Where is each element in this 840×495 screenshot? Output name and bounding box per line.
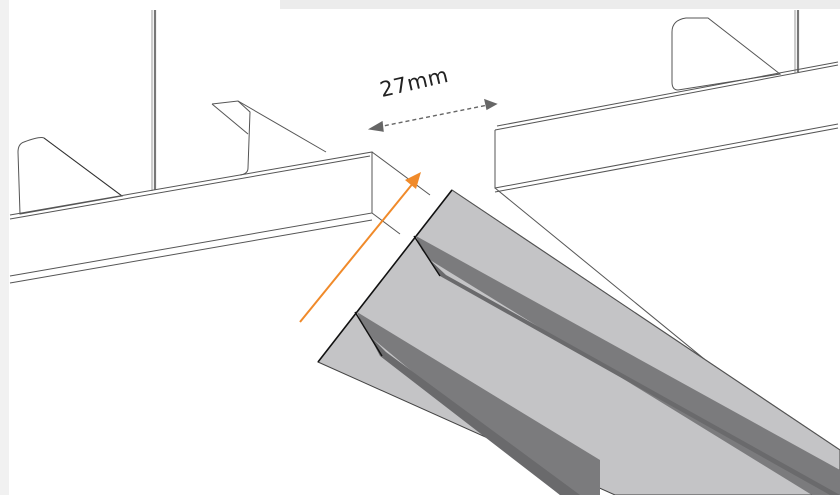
bracket-left-2 bbox=[211, 100, 327, 176]
vertical-posts bbox=[153, 10, 800, 190]
grooved-panel bbox=[317, 189, 840, 495]
left-rail bbox=[9, 151, 431, 284]
lower-groove bbox=[357, 312, 600, 495]
bracket-left-1 bbox=[17, 137, 124, 215]
upper-groove bbox=[416, 236, 840, 495]
bracket-right bbox=[671, 17, 782, 91]
top-frame-bar bbox=[280, 0, 840, 9]
orange-direction-arrow-icon bbox=[299, 172, 421, 323]
dimension-arrow-icon bbox=[367, 98, 498, 132]
left-frame-bar bbox=[0, 0, 9, 495]
